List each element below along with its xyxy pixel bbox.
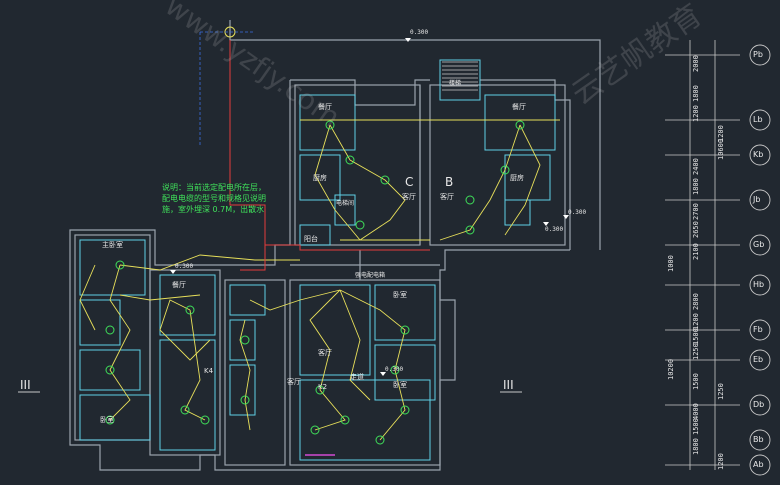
- note-line-1: 说明：当前选定配电所在层，: [162, 183, 266, 192]
- axis-ladder: [665, 40, 740, 470]
- axis-label: Ab: [753, 460, 764, 469]
- feeder-cable: [229, 40, 430, 271]
- dimension-label: 2700: [692, 203, 700, 220]
- apartment-label-c: C: [405, 175, 414, 189]
- room-label: 强电配电箱: [355, 272, 386, 279]
- interior-walls: [79, 59, 556, 461]
- wiring-lines: [79, 119, 560, 441]
- axis-label: Kb: [753, 150, 764, 159]
- axis-bubbles: [749, 44, 771, 476]
- dimension-label: 1250: [717, 383, 725, 400]
- elevation-mark: 0.300: [545, 226, 564, 233]
- room-label: 厨房: [313, 174, 327, 182]
- dimension-label: 10600: [717, 138, 725, 160]
- room-label: 卧室: [100, 416, 114, 424]
- axis-label: Db: [753, 400, 765, 409]
- dimension-label: 2650: [692, 221, 700, 238]
- room-label: 餐厅: [318, 103, 332, 111]
- axis-label: Eb: [753, 355, 764, 364]
- dimension-label: 1200: [692, 105, 700, 122]
- room-label: 卧室: [393, 291, 407, 299]
- elevation-mark: 0.300: [175, 263, 194, 270]
- apartment-label-b: B: [445, 175, 454, 189]
- stair-hatch: [442, 61, 478, 91]
- room-label: 餐厅: [172, 281, 186, 289]
- axis-label: Bb: [753, 435, 764, 444]
- room-label: 厨房: [510, 174, 524, 182]
- room-label: 客厅: [287, 378, 301, 386]
- room-label: 阳台: [304, 235, 318, 243]
- dimension-label: 1250: [692, 343, 700, 360]
- room-label: 电梯间: [336, 200, 355, 207]
- dimension-label: 2000: [692, 55, 700, 72]
- axis-label: Lb: [753, 115, 763, 124]
- dimension-label: 1800: [692, 178, 700, 195]
- axis-label: Fb: [753, 325, 763, 334]
- axis-label: Gb: [753, 240, 765, 249]
- axis-label: Jb: [753, 195, 761, 204]
- dimension-label: 1500: [692, 418, 700, 435]
- building-outline: [69, 20, 601, 471]
- dimension-label: 1200: [717, 453, 725, 470]
- light-fixtures: [105, 26, 525, 445]
- dimension-label: 2400: [692, 158, 700, 175]
- dimension-label: 10200: [667, 358, 675, 380]
- room-label: 主卧室: [102, 241, 123, 249]
- room-label: 客厅: [402, 193, 416, 201]
- room-label: 客厅: [440, 193, 454, 201]
- elevation-mark: 0.300: [410, 29, 429, 36]
- dimension-label: 2100: [692, 243, 700, 260]
- elevation-mark: 0.300: [568, 209, 587, 216]
- note-line-3: 施，室外埋深 0.7M，出散水: [162, 205, 265, 214]
- room-label: K4: [204, 367, 214, 375]
- wing-label-left: III: [20, 378, 31, 392]
- axis-label: Hb: [753, 280, 765, 289]
- elevation-mark: 0.300: [385, 366, 404, 373]
- axis-label: Pb: [753, 50, 763, 59]
- elevation-markers: [170, 38, 569, 376]
- room-label: 卧室: [393, 381, 407, 389]
- dimension-label: 1000: [667, 255, 675, 272]
- note-line-2: 配电电缆的型号和规格见说明: [162, 194, 266, 203]
- design-note: 说明：当前选定配电所在层， 配电电缆的型号和规格见说明 施，室外埋深 0.7M，…: [162, 182, 266, 215]
- room-label: K2: [318, 383, 328, 391]
- wing-label-right: III: [503, 378, 514, 392]
- dimension-label: 1500: [692, 373, 700, 390]
- dimension-label: 1800: [692, 85, 700, 102]
- room-label: 客厅: [318, 349, 332, 357]
- guide-lines: [199, 31, 255, 145]
- room-label: 走道: [350, 373, 364, 381]
- dimension-label: 2800: [692, 293, 700, 310]
- room-label: 楼梯: [449, 80, 462, 87]
- room-label: 餐厅: [512, 103, 526, 111]
- dimension-label: 1800: [692, 438, 700, 455]
